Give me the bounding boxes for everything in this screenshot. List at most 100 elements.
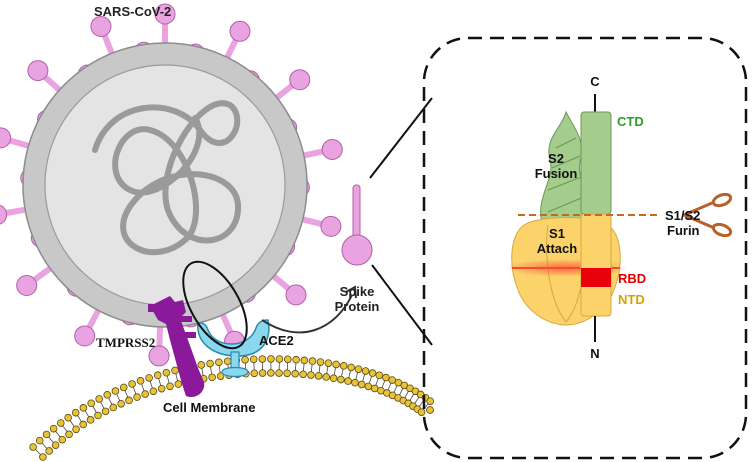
lipid-head-inner [35,436,44,445]
lipid-head-outer [101,407,110,416]
lipid-head-inner [249,355,258,364]
c-terminus-label: C [590,74,600,89]
lipid-head-outer [208,373,216,382]
ace2-label: ACE2 [259,333,294,348]
lipid-head-outer [39,453,47,461]
s1-domain [580,213,612,317]
lipid-head-outer [141,390,149,398]
lipid-head-inner [426,397,435,405]
ctd-label: CTD [617,114,644,129]
lipid-head-inner [136,377,145,385]
lipid-head-inner [368,369,377,377]
lipid-head-outer [275,369,283,377]
lipid-head-outer [58,435,67,444]
zoom-box [422,36,748,460]
lipid-head-outer [216,372,225,380]
lipid-head-outer [307,371,315,379]
lipid-head-outer [94,411,102,420]
outer-spike-11-head [0,127,12,149]
lipid-head-inner [49,424,58,433]
lipid-head-inner [71,408,80,417]
ace2-receptor [197,319,270,378]
virus-particle [0,3,343,367]
s2-domain [580,111,612,215]
lipid-head-outer [166,382,174,391]
outer-spike-1-head [229,20,251,42]
lipid-head-outer [250,369,259,378]
outer-spike-9-head [16,275,38,297]
lipid-head-inner [119,383,128,392]
lipid-head-outer [149,387,158,396]
rna-genome [92,100,242,256]
binding-highlight-ellipse [182,260,248,350]
n-terminus-label: N [590,346,599,361]
lipid-head-outer [417,408,426,416]
outer-spike-4-head [320,215,342,237]
lipid-head-inner [375,371,384,380]
lipid-head-inner [103,391,112,399]
lipid-head-inner [347,363,355,372]
spike-domain-bar [580,94,612,342]
lipid-head-inner [316,358,325,366]
lipid-head-inner [145,374,153,382]
lipid-head-outer [357,380,366,389]
outer-spike-12-head [27,60,49,82]
lipid-head-inner [324,359,333,367]
lipid-head-outer [291,369,299,378]
virus-label: SARS-CoV-2 [94,4,171,19]
lipid-head-inner [275,355,284,363]
curved-arrow [261,294,353,334]
lipid-head-outer [370,384,379,393]
lipid-head-outer [79,420,88,429]
lipid-head-outer [51,441,60,449]
rbd-domain [581,268,611,287]
ntd-label: NTD [618,292,645,307]
lipid-head-outer [344,377,352,385]
lipid-head-outer [283,369,291,378]
lipid-head-inner [111,387,120,395]
lipid-head-inner [267,355,275,363]
lipid-head-inner [361,367,370,375]
lipid-head-outer [72,425,80,434]
lipid-head-inner [79,404,88,412]
lipid-head-inner [128,380,136,388]
lipid-head-outer [299,370,307,379]
lipid-head-inner [332,360,340,369]
outer-spike-2-head [289,69,311,91]
lipid-head-inner [197,361,206,369]
cell-membrane-label: Cell Membrane [163,400,255,415]
lipid-head-outer [117,399,125,408]
scissors-icon [682,192,733,238]
lipid-head-inner [426,406,434,414]
outer-spike-5-head [285,284,307,306]
lipid-head-outer [109,403,118,412]
lipid-head-inner [42,430,51,439]
outer-spike-8-head [74,325,96,347]
lipid-head-inner [258,355,267,363]
lipid-head-outer [329,374,338,382]
lipid-head-inner [284,355,292,364]
curved-arrow-head [345,285,357,299]
lipid-head-outer [258,369,267,377]
s2-label-line1: S2 [548,151,564,166]
zoom-line-bottom [371,264,433,346]
lipid-head-inner [162,368,171,377]
lipid-head-inner [308,357,317,365]
lipid-head-outer [157,384,166,393]
lipid-head-outer [125,396,133,405]
lipid-head-inner [300,356,309,365]
lipid-head-outer [314,372,323,380]
lipid-head-inner [153,371,162,380]
lipid-head-inner [56,419,65,427]
lipid-head-outer [322,373,330,381]
s1-label-line1: S1 [549,226,565,241]
lipid-head-inner [215,358,223,367]
s2-label-line2: Fusion [535,166,578,181]
lipid-head-outer [86,416,95,424]
lipid-head-inner [292,355,300,364]
lipid-head-inner [241,355,249,364]
tmprss2-label: TMPRSS2 [96,335,155,350]
spike-protein-label-line2: Protein [335,299,380,314]
lipid-head-inner [354,365,363,373]
cleavage-label-line2: Furin [667,223,700,238]
